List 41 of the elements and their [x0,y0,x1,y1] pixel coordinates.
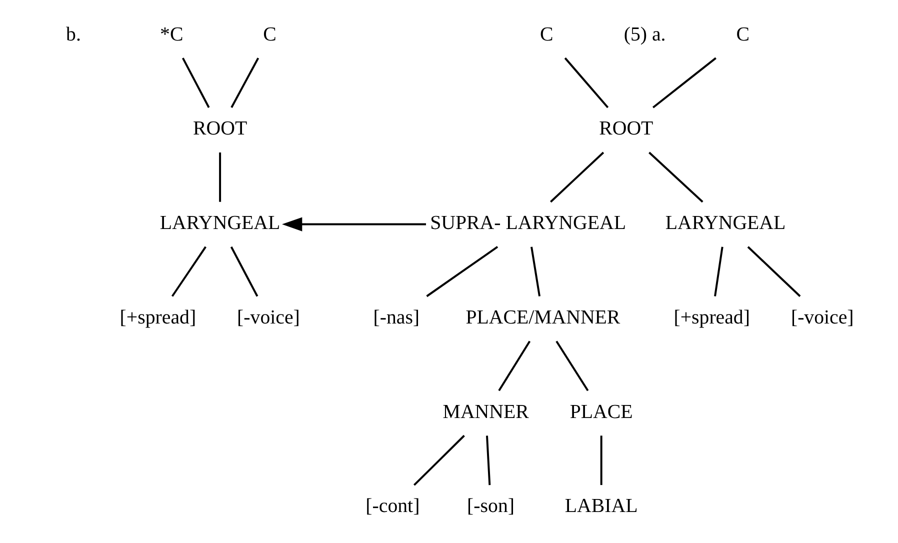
connector [564,57,608,108]
connector [648,152,703,203]
label: b. [66,23,80,46]
connector [181,58,210,108]
connector [550,152,604,203]
connector [498,340,530,392]
connector [426,246,498,298]
connector [485,436,490,486]
connector [412,434,464,486]
node-text: [+spread] [673,306,750,328]
node-text: [-voice] [236,306,300,328]
connector [600,436,602,486]
node-text: LARYNGEAL [159,212,280,234]
node-text: LABIAL [564,495,638,518]
node-text: C [736,23,750,46]
node-text: [-voice] [790,306,854,328]
node-text: [-son] [466,495,514,518]
connector [230,58,259,108]
node-text: PLACE [569,400,632,423]
node-text: C [262,23,276,46]
node-text: SUPRA- LARYNGEAL [430,212,626,234]
node-text: *C [160,23,183,46]
connector [530,246,540,296]
node-text: ROOT [192,118,247,140]
node-text: PLACE/MANNER [465,306,620,328]
node-text: [-nas] [372,306,420,328]
connector [218,152,221,202]
node-text: ROOT [598,118,653,140]
node-text: [-cont] [365,495,420,518]
node-text: MANNER [442,400,528,423]
connector [652,57,716,108]
connector [746,246,800,297]
label: (5) a. [623,23,666,46]
connector [170,246,206,297]
node-text: C [540,23,553,46]
arrow [282,217,426,232]
node-text: LARYNGEAL [664,212,786,234]
connector [230,246,258,297]
node-text: [+spread] [119,306,196,328]
connector [714,246,723,296]
connector [555,340,588,392]
